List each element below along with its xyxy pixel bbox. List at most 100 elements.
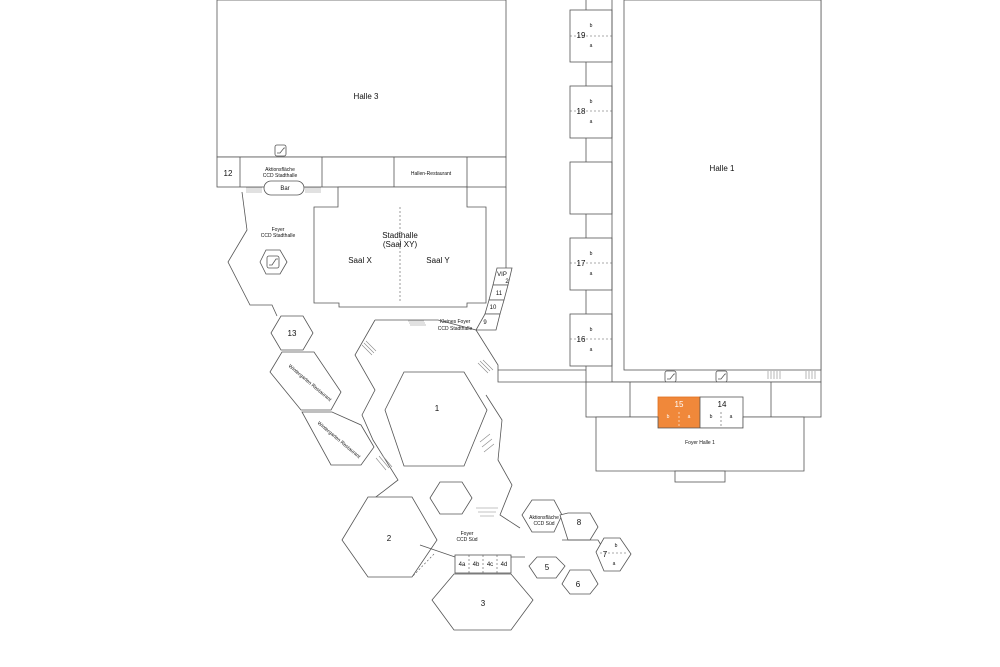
svg-text:Foyer: Foyer [461, 531, 474, 537]
svg-text:4c: 4c [487, 562, 493, 568]
svg-text:4a: 4a [459, 562, 466, 568]
escalator-icon [715, 370, 728, 383]
room-10[interactable]: 10 [490, 305, 497, 311]
svg-text:CCD Stadthalle: CCD Stadthalle [438, 326, 473, 332]
svg-text:Stadthalle: Stadthalle [382, 231, 418, 240]
room-12[interactable]: 12 [224, 169, 233, 178]
svg-text:a: a [590, 271, 593, 277]
room-15[interactable]: 15 b a [657, 396, 701, 429]
svg-text:4b: 4b [473, 562, 480, 568]
svg-text:Saal Y: Saal Y [426, 256, 450, 265]
svg-text:a: a [590, 119, 593, 125]
room-4d[interactable]: 4d [501, 562, 508, 568]
hall-3[interactable]: Halle 3 [216, 0, 507, 158]
saal-x[interactable]: Saal X [348, 256, 372, 265]
svg-text:6: 6 [576, 580, 581, 589]
rooms-4 [454, 554, 512, 574]
room-5[interactable]: 5 [528, 556, 566, 579]
room-7[interactable]: 7 b a [595, 537, 632, 572]
foyer-halle-1-entrance [674, 470, 726, 483]
svg-text:a: a [590, 43, 593, 49]
hall-1[interactable]: Halle 1 [623, 0, 822, 371]
stadthalle-saal-xy[interactable]: Stadthalle (Saal XY) [313, 186, 487, 308]
svg-text:14: 14 [718, 400, 727, 409]
svg-text:Saal X: Saal X [348, 256, 372, 265]
stairs-icon [361, 320, 498, 517]
svg-text:b: b [590, 251, 593, 257]
room-6[interactable]: 6 [561, 569, 599, 595]
svg-text:(Saal XY): (Saal XY) [383, 240, 418, 249]
svg-text:a: a [613, 561, 616, 567]
svg-text:2: 2 [387, 534, 392, 543]
svg-text:9: 9 [483, 320, 487, 326]
room-2-divider [411, 553, 435, 578]
svg-text:b: b [590, 327, 593, 333]
room-19[interactable]: 19 b a [569, 9, 613, 63]
room-17[interactable]: 17 b a [569, 237, 613, 291]
room-11[interactable]: 11 [496, 291, 503, 297]
svg-text:Halle 3: Halle 3 [354, 92, 379, 101]
escalator-icon [664, 370, 677, 383]
wintergarten-restaurant-lower[interactable]: Wintergarten Restaurant [301, 411, 375, 466]
saal-y[interactable]: Saal Y [426, 256, 450, 265]
stairs-icon [767, 371, 816, 379]
hallen-restaurant[interactable]: Hallen-Restaurant [411, 171, 452, 177]
svg-text:16: 16 [577, 335, 586, 344]
svg-text:7: 7 [603, 550, 608, 559]
svg-text:Foyer Halle 1: Foyer Halle 1 [685, 440, 715, 446]
svg-text:4d: 4d [501, 562, 508, 568]
svg-text:CCD Stadthalle: CCD Stadthalle [261, 233, 296, 239]
svg-text:2: 2 [505, 279, 509, 285]
svg-text:Kleines Foyer: Kleines Foyer [440, 319, 471, 325]
room-2[interactable]: 2 [341, 496, 438, 578]
svg-text:15: 15 [675, 400, 684, 409]
foyer-ccd-stadthalle[interactable]: Foyer CCD Stadthalle [227, 191, 296, 317]
svg-text:b: b [590, 23, 593, 29]
svg-text:11: 11 [496, 291, 503, 297]
room-14[interactable]: 14 b a [699, 396, 744, 429]
small-hex-below-room-1 [429, 481, 473, 515]
escalator-icon [259, 249, 288, 275]
svg-text:3: 3 [481, 599, 486, 608]
aktionsflaeche-ccd-stadthalle[interactable]: Aktionsfläche CCD Stadthalle [263, 167, 298, 179]
svg-text:13: 13 [288, 329, 297, 338]
room-18[interactable]: 18 b a [569, 85, 613, 139]
svg-text:Aktionsfläche: Aktionsfläche [265, 167, 295, 173]
svg-text:Hallen-Restaurant: Hallen-Restaurant [411, 171, 452, 177]
bar[interactable]: Bar [263, 180, 305, 196]
svg-text:Aktionsfläche: Aktionsfläche [529, 515, 559, 521]
svg-text:Foyer: Foyer [272, 227, 285, 233]
room-vip[interactable]: VIP 2 [497, 272, 509, 285]
room-3[interactable]: 3 [431, 573, 534, 631]
svg-text:b: b [590, 99, 593, 105]
room-9[interactable]: 9 [483, 320, 487, 326]
svg-text:Bar: Bar [280, 186, 289, 192]
room-4b[interactable]: 4b [473, 562, 480, 568]
room-4a[interactable]: 4a [459, 562, 466, 568]
svg-text:12: 12 [224, 169, 233, 178]
room-13[interactable]: 13 [270, 315, 314, 351]
svg-text:CCD Stadthalle: CCD Stadthalle [263, 173, 298, 179]
wintergarten-restaurant-upper[interactable]: Wintergarten Restaurant [269, 351, 342, 411]
svg-text:CCD Süd: CCD Süd [456, 537, 477, 543]
room-4c[interactable]: 4c [487, 562, 493, 568]
svg-text:8: 8 [577, 518, 582, 527]
foyer-ccd-sued[interactable]: Foyer CCD Süd [419, 531, 525, 558]
kleines-foyer-ccd-stadthalle[interactable]: Kleines Foyer CCD Stadthalle [438, 319, 473, 332]
svg-text:VIP: VIP [497, 272, 507, 278]
room-16[interactable]: 16 b a [569, 313, 613, 367]
foyer-halle-1[interactable]: Foyer Halle 1 [595, 416, 805, 472]
svg-text:a: a [730, 414, 733, 420]
escalator-icon [274, 144, 287, 157]
svg-text:10: 10 [490, 305, 497, 311]
hall-3-service-strip [216, 156, 507, 188]
room-8[interactable]: 8 [559, 512, 599, 541]
svg-text:b: b [615, 543, 618, 549]
svg-text:19: 19 [577, 31, 586, 40]
aktionsflaeche-ccd-sued[interactable]: Aktionsfläche CCD Süd [521, 499, 563, 533]
small-rooms-stack [475, 267, 513, 331]
svg-text:b: b [710, 414, 713, 420]
svg-text:18: 18 [577, 107, 586, 116]
room-1[interactable]: 1 [384, 371, 488, 467]
svg-text:17: 17 [577, 259, 586, 268]
